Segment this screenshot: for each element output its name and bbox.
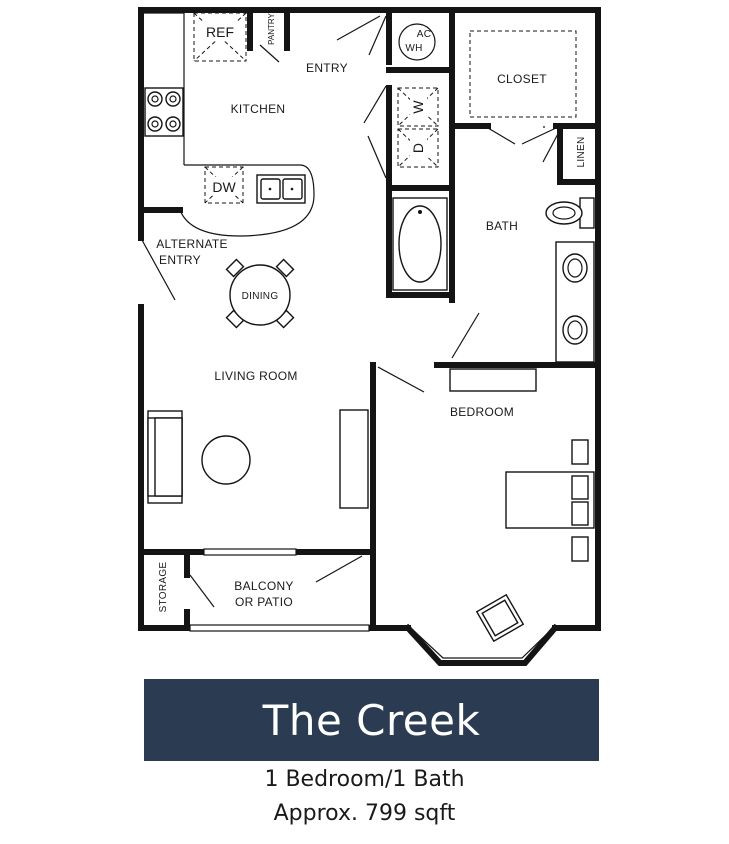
storage-label: STORAGE (158, 562, 169, 613)
armchair (475, 593, 525, 643)
bedroom-label: BEDROOM (450, 405, 514, 419)
water-heater: AC WH (398, 23, 436, 61)
bedroom-dresser (449, 368, 537, 392)
balcony-label-line1: BALCONY (234, 579, 293, 593)
entry-label: ENTRY (306, 61, 348, 75)
bedroom-door-leaf (377, 366, 425, 393)
windows (189, 548, 560, 666)
linen-door-leaf (542, 129, 561, 163)
refrigerator-label: REF (206, 24, 234, 40)
closet-outline (469, 30, 577, 118)
alternate-entry-label-line1: ALTERNATE (156, 237, 228, 251)
coffee-table (201, 435, 251, 485)
doors (141, 15, 561, 608)
closet-door-leaf (487, 127, 516, 145)
kitchen-fixtures: REF DW (144, 12, 315, 237)
bath-label: BATH (486, 219, 518, 233)
stove-burners (144, 87, 184, 137)
dryer-label: D (410, 143, 426, 153)
room-labels: PANTRY ENTRY KITCHEN CLOSET LINEN BATH A… (156, 12, 587, 612)
living-furniture (147, 409, 369, 509)
bath-fixtures (392, 197, 595, 363)
plan-summary: 1 Bedroom/1 Bath (264, 767, 465, 792)
laundry-door-leaf (363, 85, 387, 124)
title-banner: The Creek (144, 679, 599, 761)
kitchen-label: KITCHEN (231, 102, 286, 116)
alternate-entry-label-line2: ENTRY (159, 253, 201, 267)
closet-label: CLOSET (497, 72, 547, 86)
dishwasher-label: DW (212, 179, 236, 195)
kitchen-sink (256, 174, 306, 204)
walls (138, 7, 601, 631)
balcony-sliding-door (203, 548, 297, 556)
dining-table (225, 258, 295, 329)
svg-text:AC: AC (417, 29, 432, 40)
dishwasher (204, 166, 244, 204)
refrigerator (193, 12, 247, 62)
bay-window-frame (403, 623, 560, 666)
washer-dryer: W D (397, 87, 439, 168)
balcony-label-line2: OR PATIO (235, 595, 293, 609)
dryer (397, 128, 439, 168)
svg-text:WH: WH (405, 43, 422, 54)
balcony-opening (189, 624, 370, 632)
washer-label: W (410, 100, 426, 114)
plan-title: The Creek (262, 695, 481, 745)
linen-label: LINEN (576, 137, 587, 168)
balcony-door-leaf (315, 555, 363, 583)
storage-door-leaf (189, 574, 215, 608)
floor-plan-diagram: REF DW AC WH (138, 7, 601, 666)
sofa (147, 410, 183, 504)
toilet (545, 197, 595, 229)
alternate-entry-door-leaf (141, 239, 176, 301)
washer (397, 87, 439, 127)
plan-area: Approx. 799 sqft (273, 801, 456, 826)
pantry-label: PANTRY (267, 12, 276, 44)
bedroom-furniture (449, 368, 595, 643)
tv-console (339, 409, 369, 509)
living-room-label: LIVING ROOM (214, 369, 297, 383)
bed (505, 439, 595, 562)
pantry-door-leaf (259, 44, 280, 63)
entry-door-leaf (336, 15, 381, 41)
dining-label: DINING (242, 291, 279, 302)
bath-door-leaf (451, 312, 480, 359)
bath-vanity (555, 241, 595, 363)
